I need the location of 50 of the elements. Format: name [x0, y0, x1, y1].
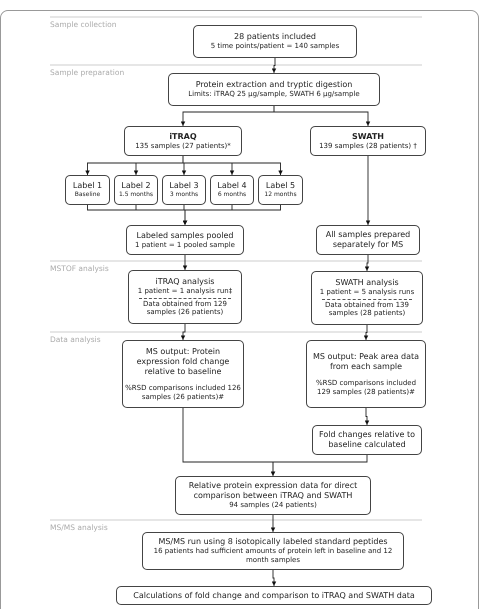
process-box — [128, 270, 242, 324]
box-title: Label 3 — [169, 181, 199, 192]
arrow — [272, 58, 276, 74]
process-box — [316, 225, 420, 255]
box-title: MS output: Protein expression fold change relative to baseline — [136, 346, 230, 377]
arrow — [182, 254, 188, 270]
box-title: Fold changes relative to baseline calculated — [318, 430, 416, 450]
process-box — [193, 25, 357, 58]
box-title: SWATH — [352, 132, 384, 142]
box-title: Relative protein expression data for direct comparison between iTRAQ and SWATH — [188, 481, 358, 502]
box-title: 28 patients included — [234, 32, 316, 42]
box-title: iTRAQ analysis — [156, 276, 214, 287]
arrow — [270, 454, 368, 476]
box-title: MS output: Peak area data from each sample — [312, 352, 420, 372]
box-title: Labeled samples pooled — [136, 230, 234, 241]
arrow — [182, 204, 281, 226]
process-box — [310, 126, 426, 156]
box-title: Protein extraction and tryptic digestion — [196, 80, 352, 90]
process-box — [116, 586, 432, 605]
process-box — [210, 175, 254, 205]
arrow — [364, 324, 368, 340]
process-box — [175, 476, 371, 515]
box-title: Label 5 — [266, 181, 296, 192]
arrow — [364, 254, 370, 272]
process-box — [114, 175, 158, 205]
arrow — [364, 408, 370, 426]
box-title: Label 1 — [72, 181, 102, 192]
process-box — [312, 425, 422, 455]
box-title: Label 4 — [217, 181, 247, 192]
process-box — [306, 340, 426, 408]
arrow — [272, 570, 276, 586]
process-box — [124, 126, 242, 156]
box-title: All samples prepared separately for MS — [324, 230, 412, 250]
arrow — [180, 324, 186, 340]
arrow — [366, 156, 370, 226]
arrow — [274, 106, 370, 126]
box-title: Label 2 — [121, 181, 151, 192]
process-box — [126, 225, 244, 255]
process-box — [122, 340, 244, 408]
box-title: SWATH analysis — [335, 278, 399, 288]
process-box — [311, 271, 423, 325]
box-title: Calculations of fold change and comparison to iTRAQ and SWATH data — [133, 590, 415, 600]
box-title: iTRAQ — [169, 132, 197, 142]
process-box — [162, 175, 206, 205]
process-box — [65, 175, 110, 205]
box-title: MS/MS run using 8 isotopically labeled standard peptides — [158, 537, 388, 548]
process-box — [168, 73, 380, 106]
process-box — [258, 175, 303, 205]
process-box — [142, 532, 404, 570]
arrow — [270, 514, 276, 532]
